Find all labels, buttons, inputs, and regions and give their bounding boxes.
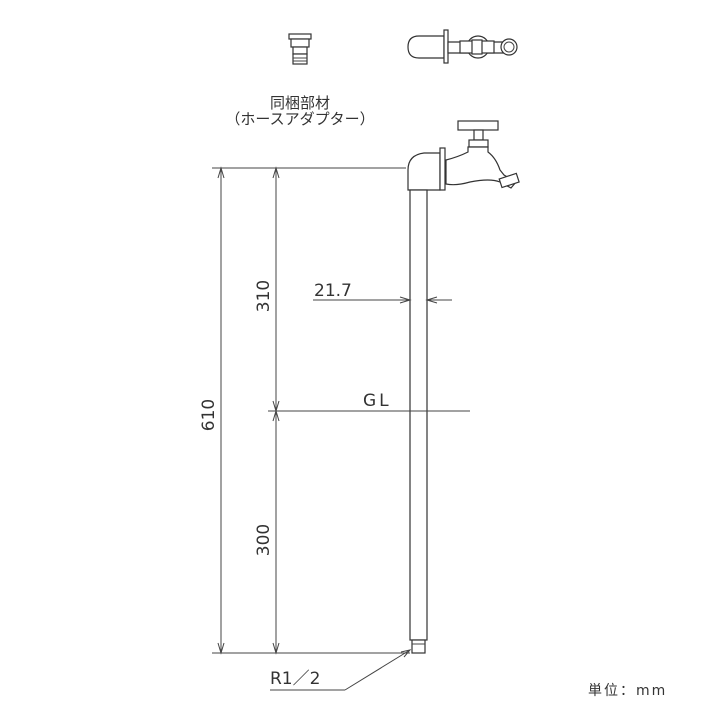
total-height-label: 610 (199, 399, 219, 431)
above-ground-label: 310 (254, 280, 274, 312)
thread-label: R1／2 (270, 669, 320, 689)
unit-label: 単位：mm (588, 683, 667, 699)
pipe (409, 189, 428, 654)
dimension-lines (212, 166, 470, 691)
ground-level-label: GL (363, 391, 392, 411)
hose-adapter-icon (288, 33, 312, 65)
faucet-side-view-icon (407, 120, 520, 191)
accessory-title: 同梱部材 (270, 94, 330, 112)
pipe-diameter-label: 21.7 (314, 281, 352, 301)
accessory-subtitle: （ホースアダプター） (225, 110, 374, 128)
below-ground-label: 300 (254, 524, 274, 556)
faucet-top-view-icon (407, 29, 518, 64)
